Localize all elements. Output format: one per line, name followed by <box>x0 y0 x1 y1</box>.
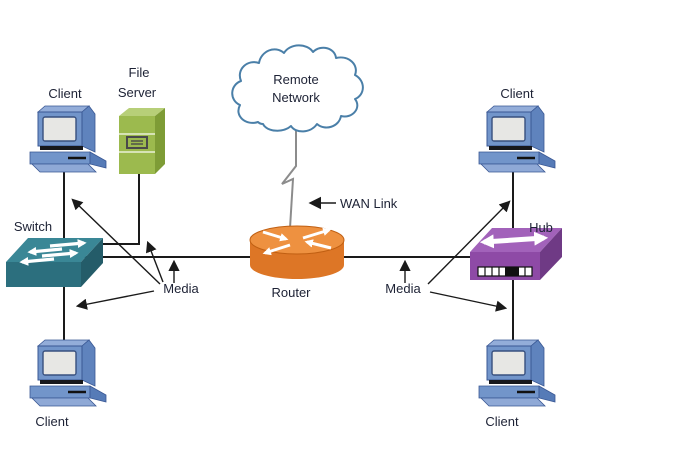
client-bottom-left-label: Client <box>35 414 69 429</box>
router-icon <box>249 225 345 279</box>
client-top-right-label: Client <box>500 86 534 101</box>
file-server-icon <box>119 108 165 174</box>
media-right-label: Media <box>385 281 421 296</box>
client-top-right-icon <box>477 104 557 174</box>
media-right-annotation <box>399 200 511 312</box>
client-bottom-right-icon <box>477 338 557 408</box>
wan-link-annotation: WAN Link <box>308 196 398 211</box>
media-left-annotation <box>71 198 180 310</box>
media-left-arrow-bottom-cable <box>75 290 155 310</box>
media-right-arrow-top-cable <box>427 200 511 285</box>
media-left-arrow-server-cable <box>145 240 164 283</box>
media-right-arrow-bottom-cable <box>429 291 508 312</box>
cable-server-to-switch <box>100 172 140 245</box>
switch-label: Switch <box>14 219 52 234</box>
wan-link-label: WAN Link <box>340 196 398 211</box>
file-server-label-line2: Server <box>118 85 157 100</box>
router-label: Router <box>271 285 311 300</box>
switch-icon <box>6 238 103 287</box>
media-left-label: Media <box>163 281 199 296</box>
remote-network-label-line1: Remote <box>273 72 319 87</box>
hub-label: Hub <box>529 220 553 235</box>
client-bottom-left-icon <box>28 338 108 408</box>
wan-link-line <box>281 128 297 229</box>
client-bottom-right-label: Client <box>485 414 519 429</box>
client-top-left-label: Client <box>48 86 82 101</box>
file-server-label-line1: File <box>129 65 150 80</box>
client-top-left-icon <box>28 104 108 174</box>
hub-icon <box>470 228 562 280</box>
remote-network-cloud-icon: Remote Network <box>231 44 364 133</box>
remote-network-label-line2: Network <box>272 90 320 105</box>
media-left-arrow-client-cable <box>71 198 161 285</box>
hub-port-strip <box>477 266 533 277</box>
